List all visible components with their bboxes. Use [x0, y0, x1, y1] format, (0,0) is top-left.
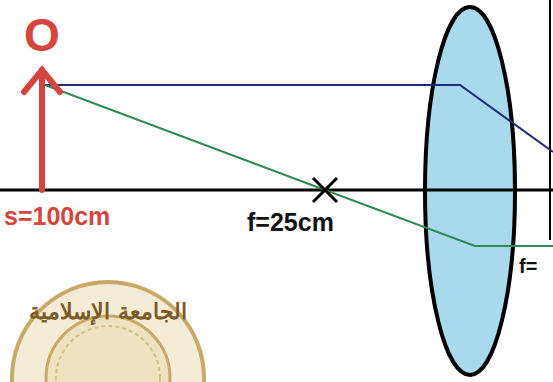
focal-length: f=25cm [247, 210, 334, 235]
seal-watermark: الجامعة الإسلامية [29, 300, 187, 322]
object-arrow [24, 70, 60, 190]
optical-axis [0, 189, 553, 192]
focal-point-mark [313, 178, 337, 202]
object-label: O [24, 12, 60, 58]
parallel-ray [45, 85, 553, 152]
object-distance: s=100cm [4, 204, 110, 229]
frame-line [549, 0, 551, 240]
focal-ray [45, 85, 553, 246]
focal-length-cut: f= [519, 256, 537, 276]
university-seal [12, 282, 204, 382]
